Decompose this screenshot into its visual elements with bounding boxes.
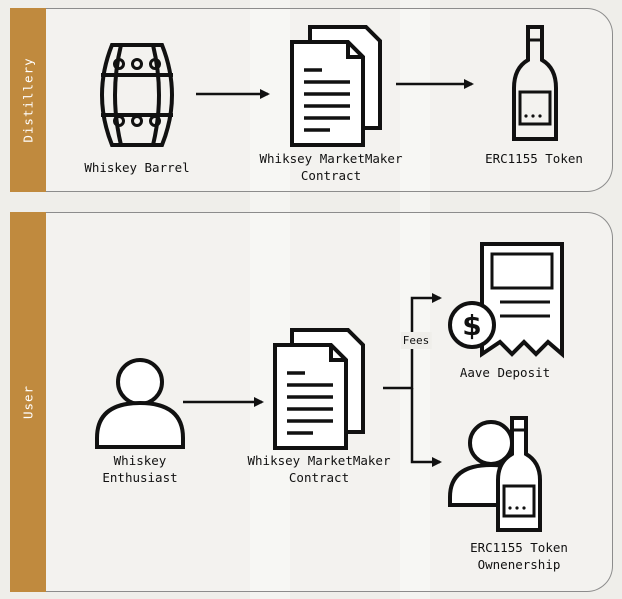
enthusiast-label-line2: Enthusiast — [102, 470, 178, 485]
user-contract-label-line1: Whiksey MarketMaker — [247, 453, 391, 468]
document-icon — [273, 328, 365, 450]
ownership-label-line2: Ownenership — [477, 557, 561, 572]
document-icon — [290, 25, 382, 147]
invoice-dollar-icon: $ — [448, 242, 564, 359]
person-with-bottle-icon — [448, 416, 542, 532]
user-lane-tab: User — [10, 212, 46, 592]
person-icon — [95, 358, 185, 449]
background-streak — [250, 0, 290, 599]
aave-deposit-label: Aave Deposit — [459, 365, 551, 380]
barrel-label: Whiskey Barrel — [84, 160, 190, 175]
barrel-icon — [100, 43, 174, 147]
bottle-icon — [512, 25, 558, 141]
fees-branch-arrows — [383, 293, 442, 467]
enthusiast-label-line1: Whiskey — [113, 453, 167, 468]
distillery-contract-label-line1: Whiksey MarketMaker — [259, 151, 403, 166]
distillery-lane-tab: Distillery — [10, 8, 46, 192]
distillery-contract-label-line2: Contract — [300, 168, 362, 183]
background-streak — [400, 0, 430, 599]
fees-label: Fees — [400, 332, 432, 349]
ownership-label-line1: ERC1155 Token — [470, 540, 568, 555]
token-label: ERC1155 Token — [485, 151, 583, 166]
user-contract-label-line2: Contract — [288, 470, 350, 485]
svg-text:$: $ — [462, 309, 481, 342]
